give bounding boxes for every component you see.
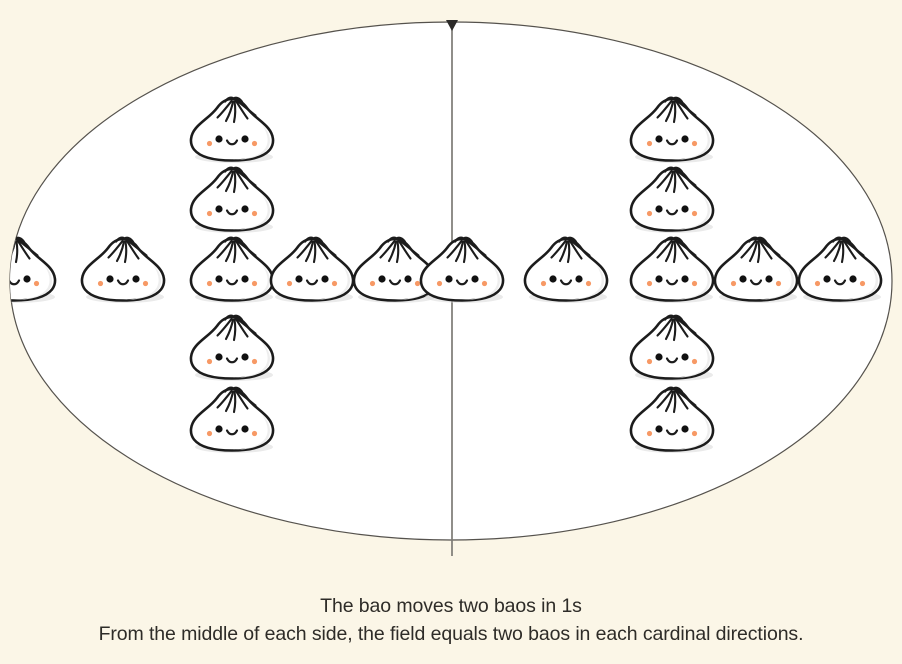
center-axis-arrow-icon — [446, 20, 458, 31]
bao-left-north-1[interactable] — [184, 163, 280, 237]
caption-line-2: From the middle of each side, the field … — [98, 623, 804, 645]
bao-left-west-1[interactable] — [75, 233, 171, 307]
bao-left-center[interactable] — [184, 233, 280, 307]
bao-right-south-2[interactable] — [624, 383, 720, 457]
caption-line-1: The bao moves two baos in 1s — [320, 595, 582, 617]
bao-right-south-1[interactable] — [624, 311, 720, 385]
bao-left-south-2[interactable] — [184, 383, 280, 457]
bao-right-east-2[interactable] — [792, 233, 888, 307]
bao-left-west-2[interactable] — [10, 233, 62, 307]
bao-right-center[interactable] — [624, 233, 720, 307]
bao-right-west-2[interactable] — [414, 233, 510, 307]
bao-left-south-1[interactable] — [184, 311, 280, 385]
caption: The bao moves two baos in 1s From the mi… — [0, 592, 902, 648]
bao-right-north-2[interactable] — [624, 93, 720, 167]
bao-left-east-2[interactable] — [347, 233, 443, 307]
bao-right-north-1[interactable] — [624, 163, 720, 237]
bao-left-north-2[interactable] — [184, 93, 280, 167]
bao-right-east-1[interactable] — [708, 233, 804, 307]
bao-left-east-1[interactable] — [264, 233, 360, 307]
bao-right-west-1[interactable] — [518, 233, 614, 307]
